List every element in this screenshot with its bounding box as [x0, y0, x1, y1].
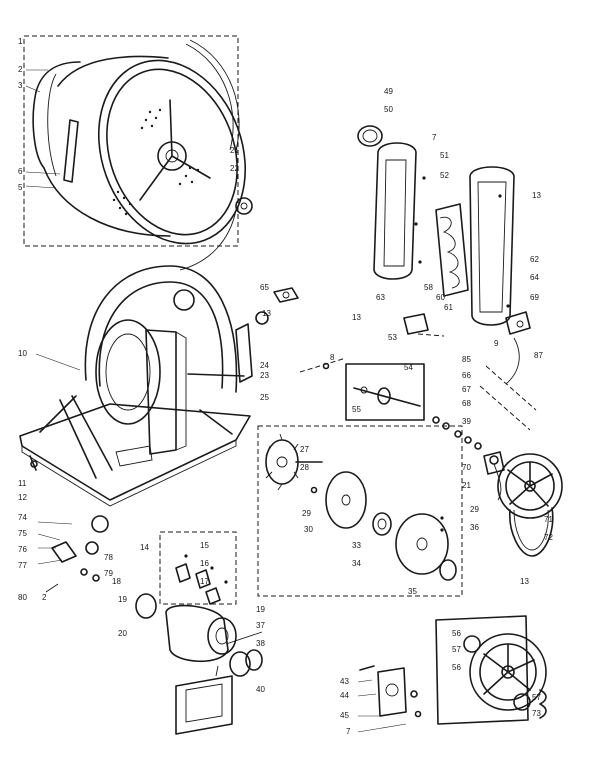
callout-19b: 19 [256, 605, 265, 614]
callout-8: 8 [330, 353, 335, 362]
callout-45: 45 [340, 711, 349, 720]
callout-22: 22 [230, 164, 239, 173]
callout-18: 18 [112, 577, 121, 586]
callout-35: 35 [408, 587, 417, 596]
callout-25: 25 [260, 393, 269, 402]
drive-motor [135, 593, 263, 735]
alt-idler-pulley-assembly [357, 615, 547, 733]
callout-72: 72 [544, 533, 553, 542]
callout-44: 44 [340, 691, 349, 700]
callout-11: 11 [18, 479, 27, 488]
callout-12: 12 [18, 493, 27, 502]
callout-2: 2 [18, 65, 23, 74]
callout-34: 34 [352, 559, 361, 568]
callout-5: 5 [18, 183, 23, 192]
callout-9: 9 [494, 339, 499, 348]
callout-66: 66 [462, 371, 471, 380]
callout-50: 50 [384, 105, 393, 114]
callout-51: 51 [440, 151, 449, 160]
callout-87: 87 [534, 351, 543, 360]
callout-2b: 2 [42, 593, 47, 602]
blower-drive-assembly [257, 425, 463, 597]
callout-23: 23 [260, 371, 269, 380]
callout-1: 1 [18, 37, 23, 46]
callout-73: 73 [532, 709, 541, 718]
callout-60: 60 [436, 293, 445, 302]
callout-52: 52 [440, 171, 449, 180]
callout-64: 64 [530, 273, 539, 282]
callout-74: 74 [18, 513, 27, 522]
callout-27: 27 [300, 445, 309, 454]
cabinet-base-frame [19, 265, 299, 507]
callout-56: 56 [452, 629, 461, 638]
callout-29b: 29 [470, 505, 479, 514]
callout-65: 65 [260, 283, 269, 292]
motor-switch-parts [37, 515, 237, 605]
callout-43: 43 [340, 677, 349, 686]
callout-6: 6 [18, 167, 23, 176]
callout-85: 85 [462, 355, 471, 364]
callout-76: 76 [18, 545, 27, 554]
callout-49: 49 [384, 87, 393, 96]
callout-3: 3 [18, 81, 23, 90]
heater-duct-assembly [357, 125, 531, 385]
callout-17: 17 [200, 577, 209, 586]
callout-63: 63 [376, 293, 385, 302]
callout-53: 53 [388, 333, 397, 342]
callout-7-bracket: 7 [346, 727, 351, 736]
callout-36: 36 [470, 523, 479, 532]
callout-79: 79 [104, 569, 113, 578]
shaft-idler-assembly [299, 357, 563, 557]
callout-13-bracket: 13 [352, 313, 361, 322]
callout-71: 71 [544, 515, 553, 524]
callout-37: 37 [256, 621, 265, 630]
callout-21b: 21 [462, 481, 471, 490]
callout-19: 19 [118, 595, 127, 604]
callout-20: 20 [118, 629, 127, 638]
callout-69: 69 [530, 293, 539, 302]
callout-13-thermostat: 13 [262, 309, 271, 318]
callout-21: 21 [230, 146, 239, 155]
callout-80: 80 [18, 593, 27, 602]
callout-77: 77 [18, 561, 27, 570]
callout-33: 33 [352, 541, 361, 550]
callout-70: 70 [462, 463, 471, 472]
callout-30: 30 [304, 525, 313, 534]
callout-13-belt: 13 [520, 577, 529, 586]
callout-58: 58 [424, 283, 433, 292]
callout-7-heater: 7 [432, 133, 437, 142]
callout-62: 62 [530, 255, 539, 264]
callout-78: 78 [104, 553, 113, 562]
callout-68: 68 [462, 399, 471, 408]
callout-15: 15 [200, 541, 209, 550]
callout-56b: 56 [452, 663, 461, 672]
callout-54: 54 [404, 363, 413, 372]
callout-29: 29 [302, 509, 311, 518]
callout-10: 10 [18, 349, 27, 358]
callout-67: 67 [462, 385, 471, 394]
callout-38: 38 [256, 639, 265, 648]
drum-assembly [23, 35, 253, 271]
callout-13-heater: 13 [532, 191, 541, 200]
callout-75: 75 [18, 529, 27, 538]
callout-24: 24 [260, 361, 269, 370]
callout-16: 16 [200, 559, 209, 568]
callout-28: 28 [300, 463, 309, 472]
callout-39: 39 [462, 417, 471, 426]
callout-14: 14 [140, 543, 149, 552]
callout-57b: 57 [532, 693, 541, 702]
callout-55: 55 [352, 405, 361, 414]
callout-61: 61 [444, 303, 453, 312]
callout-40: 40 [256, 685, 265, 694]
callout-57: 57 [452, 645, 461, 654]
